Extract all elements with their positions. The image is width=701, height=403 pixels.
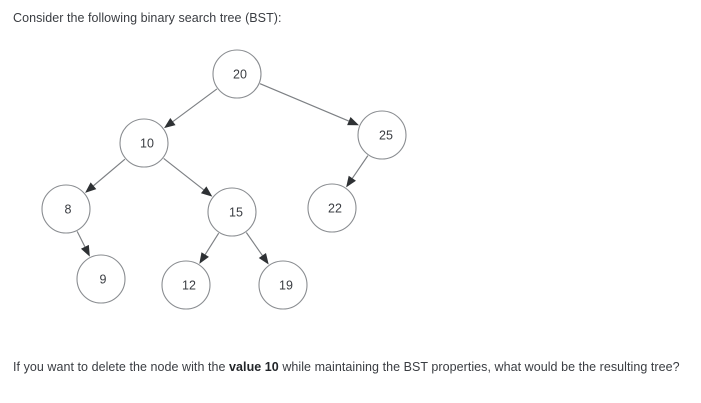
tree-node-10: 10 xyxy=(119,118,169,168)
node-label: 25 xyxy=(379,129,393,143)
node-circle xyxy=(307,183,357,233)
tree-edge-25-to-22 xyxy=(346,155,369,188)
question-emphasis: value 10 xyxy=(229,360,279,374)
edge-arrowhead-icon xyxy=(164,118,176,129)
node-layer: 20 10 25 8 15 22 9 12 19 xyxy=(41,49,407,310)
node-label: 20 xyxy=(233,68,247,82)
edge-layer xyxy=(76,83,369,265)
node-label: 19 xyxy=(279,279,293,293)
question-part-two: while maintaining the BST properties, wh… xyxy=(278,360,680,374)
node-label: 15 xyxy=(229,206,243,220)
node-label: 9 xyxy=(100,273,107,287)
edge-arrowhead-icon xyxy=(199,252,209,264)
tree-edge-20-to-25 xyxy=(259,83,359,126)
edge-line xyxy=(76,231,86,248)
edge-line xyxy=(172,88,218,123)
edge-arrowhead-icon xyxy=(347,116,359,126)
node-circle xyxy=(41,184,91,234)
edge-line xyxy=(245,232,263,256)
node-label: 22 xyxy=(328,202,342,216)
edge-line xyxy=(351,155,369,179)
node-label: 12 xyxy=(182,279,196,293)
tree-edge-15-to-19 xyxy=(245,232,269,265)
tree-node-15: 15 xyxy=(207,187,257,237)
tree-edge-20-to-10 xyxy=(164,88,218,129)
edge-line xyxy=(93,158,126,187)
edge-arrowhead-icon xyxy=(346,175,356,188)
tree-node-8: 8 xyxy=(41,184,91,234)
node-circle xyxy=(212,49,262,99)
edge-arrowhead-icon xyxy=(258,252,269,265)
bst-svg: 20 10 25 8 15 22 9 12 19 xyxy=(41,49,407,310)
tree-node-12: 12 xyxy=(161,260,211,310)
tree-edge-10-to-15 xyxy=(163,157,213,197)
edge-arrowhead-icon xyxy=(85,182,97,193)
node-circle xyxy=(119,118,169,168)
question-part-one: If you want to delete the node with the xyxy=(13,360,230,374)
node-circle xyxy=(258,260,308,310)
tree-edge-10-to-8 xyxy=(85,158,126,193)
bst-diagram: 20 10 25 8 15 22 9 12 19 xyxy=(0,36,701,352)
edge-line xyxy=(259,83,350,122)
edge-line xyxy=(163,157,205,191)
tree-edge-8-to-9 xyxy=(76,231,90,257)
node-circle xyxy=(357,110,407,160)
tree-node-9: 9 xyxy=(76,254,126,304)
edge-arrowhead-icon xyxy=(80,244,90,257)
question-text: If you want to delete the node with the … xyxy=(13,358,681,377)
tree-node-22: 22 xyxy=(307,183,357,233)
node-circle xyxy=(76,254,126,304)
node-label: 10 xyxy=(140,137,154,151)
node-circle xyxy=(161,260,211,310)
tree-edge-15-to-12 xyxy=(199,232,220,264)
intro-text: Consider the following binary search tre… xyxy=(13,11,282,25)
tree-node-20: 20 xyxy=(212,49,262,99)
edge-arrowhead-icon xyxy=(200,186,213,197)
node-circle xyxy=(207,187,257,237)
node-label: 8 xyxy=(65,203,72,217)
tree-node-19: 19 xyxy=(258,260,308,310)
tree-node-25: 25 xyxy=(357,110,407,160)
edge-line xyxy=(204,232,220,255)
